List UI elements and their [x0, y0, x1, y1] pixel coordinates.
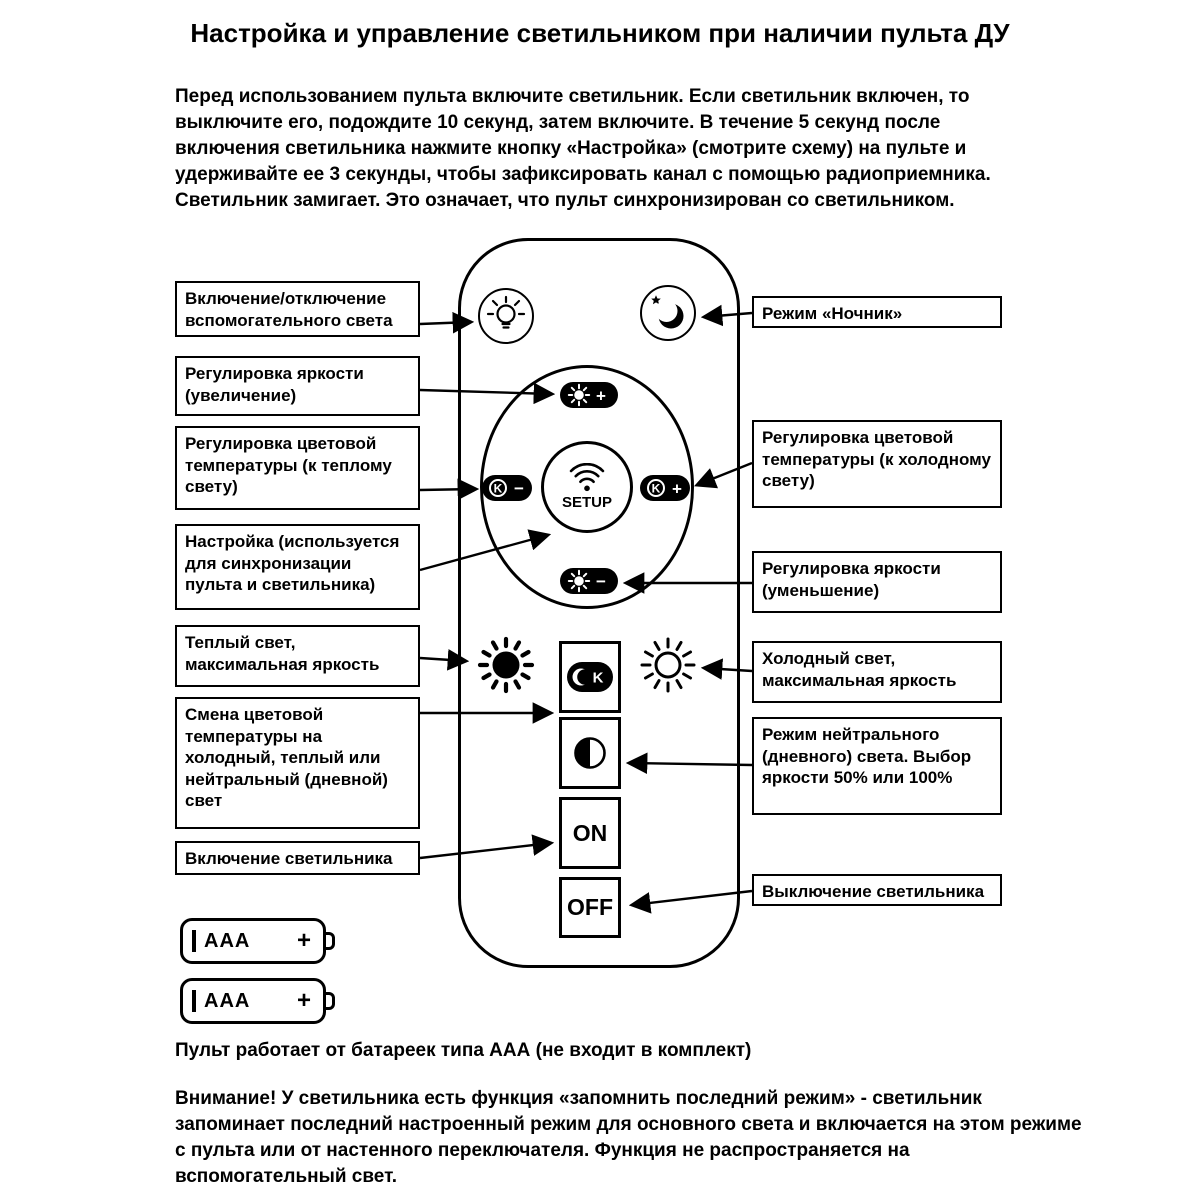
callout-brightness-down: Регулировка яркости (уменьшение): [752, 551, 1002, 613]
callout-temp-cold: Регулировка цветовой температуры (к холо…: [752, 420, 1002, 508]
neutral-mode-button[interactable]: [559, 717, 621, 789]
aux-light-button[interactable]: [478, 288, 534, 344]
sun-minus-icon: −: [560, 568, 618, 594]
half-circle-icon: [574, 737, 606, 769]
night-mode-button[interactable]: [640, 285, 696, 341]
on-button[interactable]: ON: [559, 797, 621, 869]
minus-sign: −: [596, 572, 606, 591]
callout-on: Включение светильника: [175, 841, 420, 875]
page-title: Настройка и управление светильником при …: [190, 18, 1010, 48]
moon-star-icon: [651, 295, 684, 329]
temp-cycle-button[interactable]: K: [559, 641, 621, 713]
k-minus-icon: K −: [482, 475, 532, 501]
battery-plus-label: +: [296, 987, 311, 1014]
bulb-icon: [486, 295, 526, 329]
k-letter: K: [652, 482, 661, 496]
battery-nub: [326, 992, 335, 1010]
battery-aaa-2: AAA +: [180, 978, 335, 1024]
intro-paragraph: Перед использованием пульта включите све…: [175, 86, 991, 212]
warm-max-button[interactable]: [472, 631, 540, 699]
plus-sign: +: [596, 387, 606, 406]
minus-sign: −: [514, 479, 524, 498]
callout-setup: Настройка (используется для синхронизаци…: [175, 524, 420, 610]
outline-sun-icon: [640, 637, 696, 693]
callout-brightness-up: Регулировка яркости (увеличение): [175, 356, 420, 416]
off-button[interactable]: OFF: [559, 877, 621, 938]
callout-aux-light: Включение/отключение вспомогательного св…: [175, 281, 420, 337]
callout-neutral-mode: Режим нейтрального (дневного) света. Выб…: [752, 717, 1002, 815]
setup-label: SETUP: [561, 494, 612, 511]
filled-sun-icon: [472, 631, 535, 699]
plus-sign: +: [672, 480, 682, 499]
callout-night-mode: Режим «Ночник»: [752, 296, 1002, 328]
callout-cold-max: Холодный свет, максимальная яркость: [752, 641, 1002, 703]
callout-off: Выключение светильника: [752, 874, 1002, 906]
k-letter: K: [494, 482, 503, 496]
warning-paragraph: Внимание! У светильника есть функция «за…: [175, 1088, 1082, 1188]
callout-temp-warm: Регулировка цветовой температуры (к тепл…: [175, 426, 420, 510]
off-label: OFF: [567, 894, 613, 920]
temp-cold-button[interactable]: K +: [639, 474, 691, 502]
k-letter: K: [593, 670, 604, 687]
battery-aaa-1: AAA +: [180, 918, 335, 964]
battery-terminal: [192, 990, 196, 1012]
wifi-icon: [569, 463, 605, 492]
battery-note: Пульт работает от батареек типа ААА (не …: [175, 1040, 752, 1061]
brightness-down-button[interactable]: −: [559, 567, 619, 595]
battery-type-label: AAA: [204, 989, 251, 1012]
battery-nub: [326, 932, 335, 950]
k-plus-icon: K +: [640, 475, 690, 501]
on-label: ON: [572, 819, 608, 846]
sun-plus-icon: +: [560, 382, 618, 408]
callout-temp-cycle: Смена цветовой температуры на холодный, …: [175, 697, 420, 829]
moon-k-icon: K: [567, 662, 613, 692]
temp-warm-button[interactable]: K −: [481, 474, 533, 502]
callout-warm-max: Теплый свет, максимальная яркость: [175, 625, 420, 687]
battery-terminal: [192, 930, 196, 952]
battery-type-label: AAA: [204, 929, 251, 952]
brightness-up-button[interactable]: +: [559, 381, 619, 409]
battery-plus-label: +: [296, 927, 311, 954]
cold-max-button[interactable]: [634, 631, 702, 699]
setup-button[interactable]: SETUP: [541, 441, 633, 533]
